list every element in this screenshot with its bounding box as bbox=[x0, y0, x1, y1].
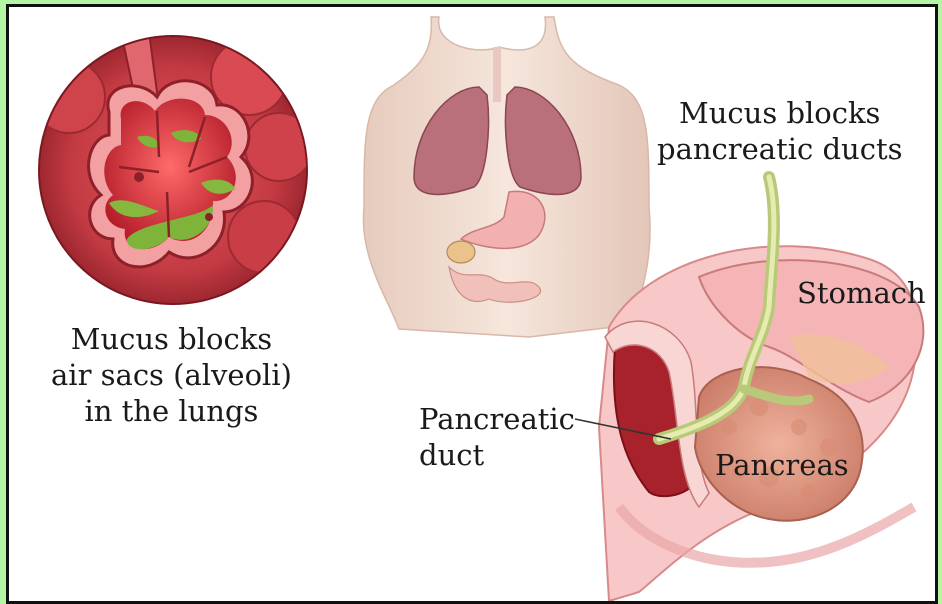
label-lungs-line1: Mucus blocks bbox=[51, 321, 292, 357]
label-pancreatic-ducts: Mucus blocks pancreatic ducts bbox=[657, 95, 903, 167]
label-stomach: Stomach bbox=[797, 275, 926, 311]
label-ducts-line1: Mucus blocks bbox=[657, 95, 903, 131]
label-duct-line1: Pancreatic bbox=[419, 401, 575, 437]
label-lungs-line2: air sacs (alveoli) bbox=[51, 357, 292, 393]
label-lungs-line3: in the lungs bbox=[51, 393, 292, 429]
torso-illustration bbox=[363, 17, 650, 337]
pancreas-small bbox=[447, 241, 475, 263]
label-duct-line2: duct bbox=[419, 437, 575, 473]
alveoli-magnified-view bbox=[33, 32, 313, 304]
label-pancreas: Pancreas bbox=[715, 447, 849, 483]
label-pancreatic-duct: Pancreatic duct bbox=[419, 401, 575, 473]
label-ducts-line2: pancreatic ducts bbox=[657, 131, 903, 167]
label-lungs: Mucus blocks air sacs (alveoli) in the l… bbox=[51, 321, 292, 429]
diagram-frame: Mucus blocks air sacs (alveoli) in the l… bbox=[6, 4, 938, 604]
